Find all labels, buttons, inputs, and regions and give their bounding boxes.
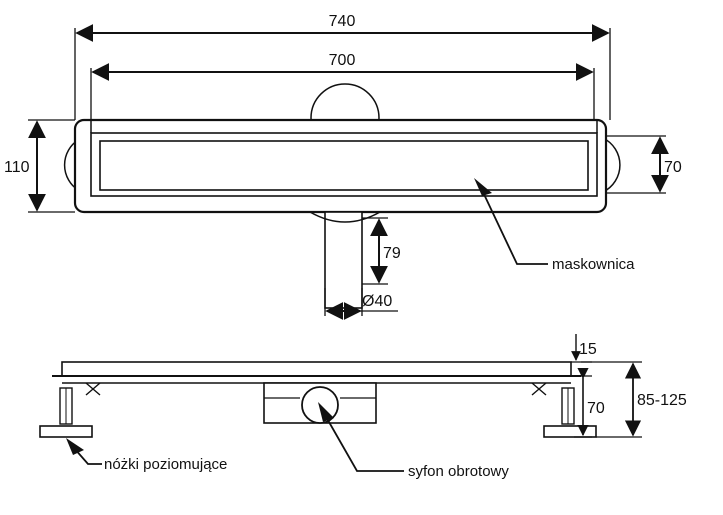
outlet-flange xyxy=(309,211,381,223)
grate-leader xyxy=(481,189,548,265)
dim-110-label: 110 xyxy=(4,159,30,176)
side-frame xyxy=(61,361,572,377)
feet-leader xyxy=(73,447,102,465)
dim-15-label: 15 xyxy=(579,341,597,358)
left-foot-base xyxy=(39,425,93,438)
dim-40-label: Ø40 xyxy=(362,293,392,310)
outlet-pipe xyxy=(324,211,363,309)
dim-85-125-label: 85-125 xyxy=(637,392,687,409)
grate-outer xyxy=(90,132,598,197)
dim-70-side-label: 70 xyxy=(587,400,605,417)
side-view xyxy=(39,334,642,472)
grate-inner xyxy=(99,140,589,191)
dim-740-label: 740 xyxy=(329,13,356,30)
top-view xyxy=(28,24,669,320)
right-end-cap xyxy=(602,137,621,193)
right-foot-base xyxy=(543,425,597,438)
grate-label: maskownica xyxy=(552,256,635,273)
dim-700-label: 700 xyxy=(329,52,356,69)
left-end-cap xyxy=(63,139,79,191)
channel-body xyxy=(73,118,608,214)
feet-label: nóżki poziomujące xyxy=(104,456,227,473)
dim-79-label: 79 xyxy=(383,245,401,262)
siphon-label: syfon obrotowy xyxy=(408,463,509,480)
dim-70-top-label: 70 xyxy=(664,159,682,176)
siphon-leader xyxy=(324,414,404,472)
